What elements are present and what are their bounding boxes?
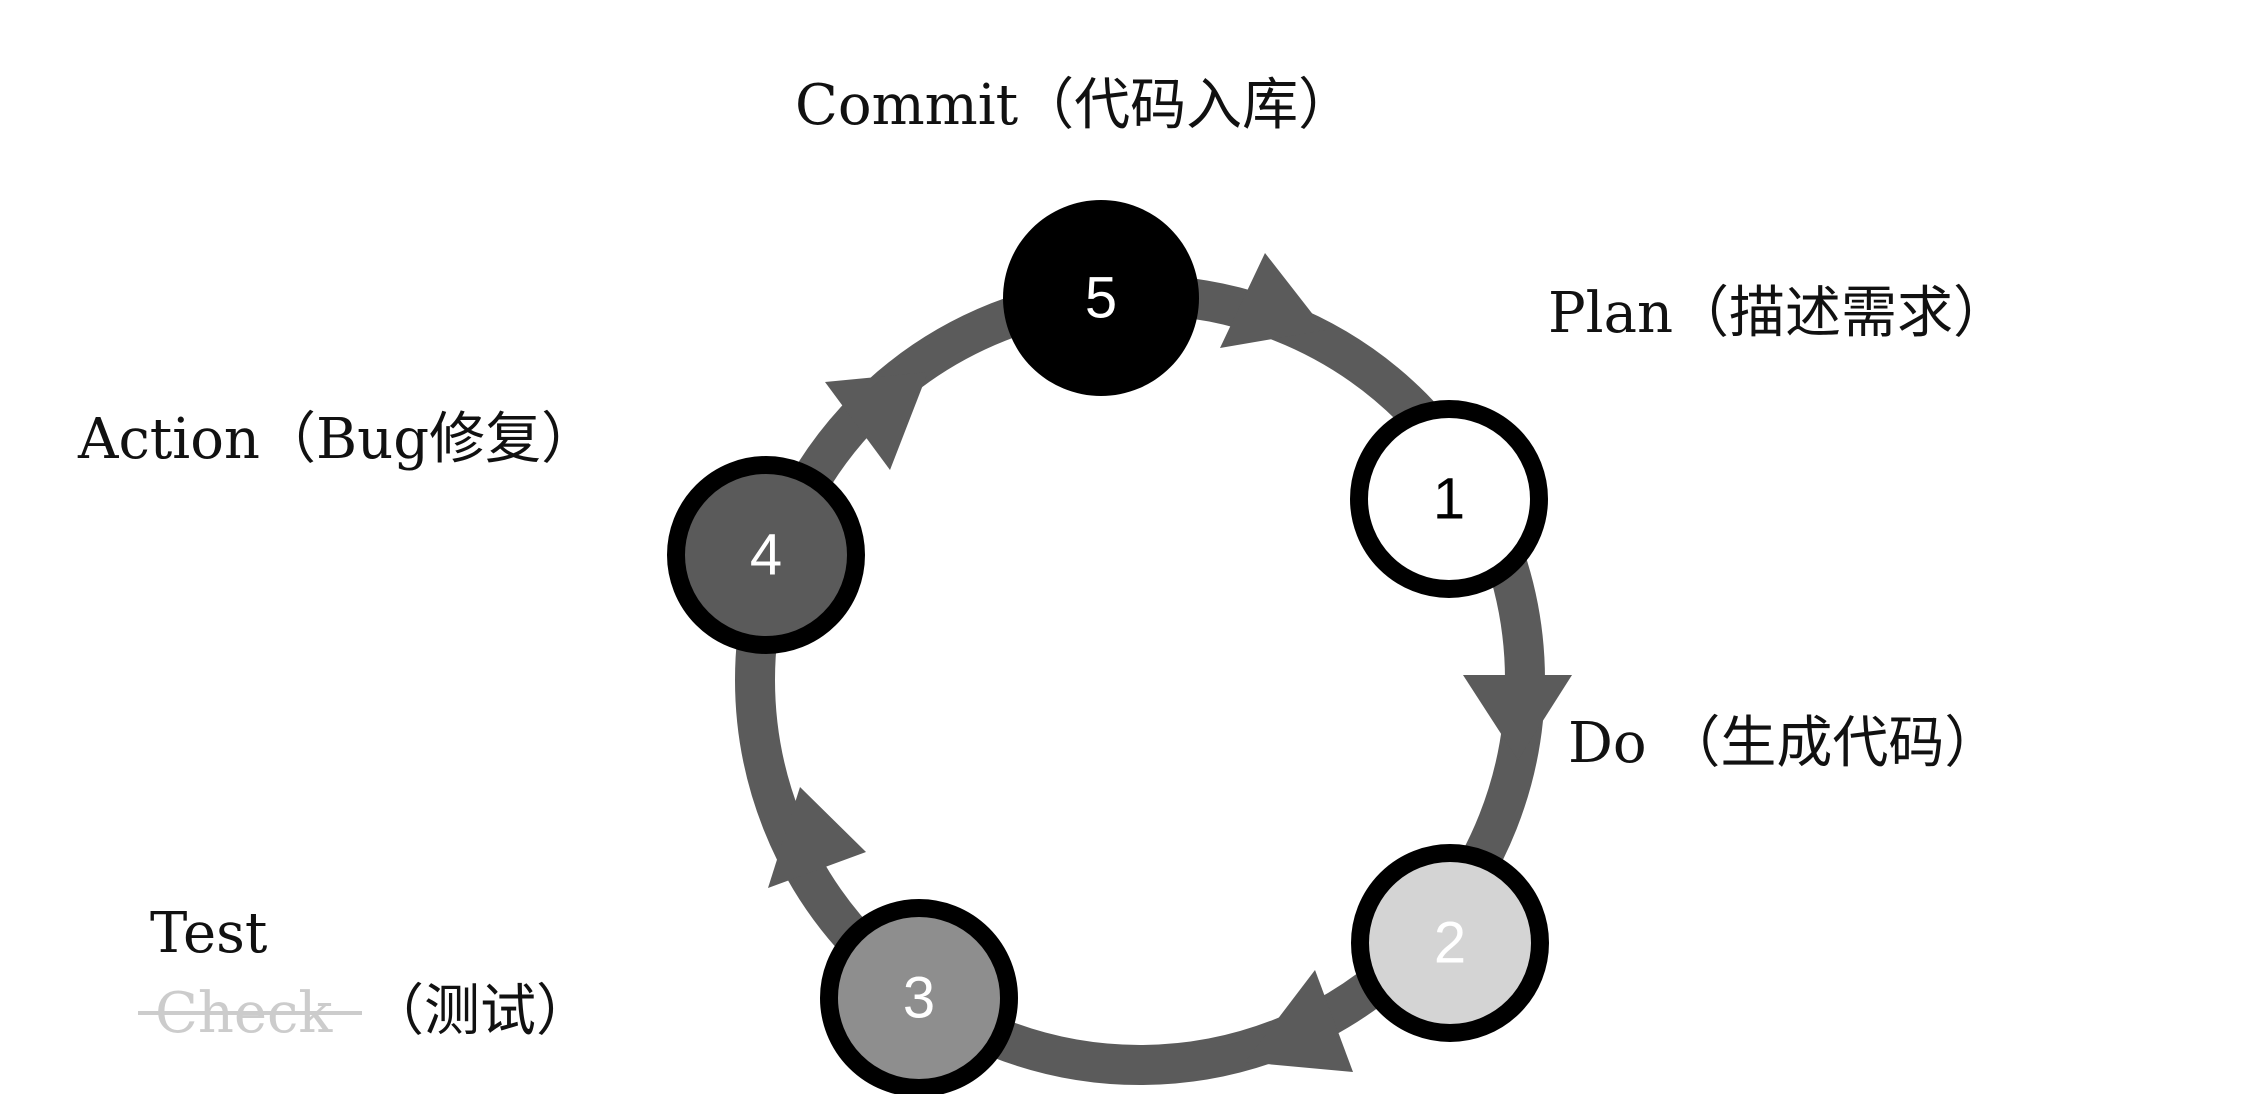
node-circle — [1350, 400, 1548, 598]
node-number: 2 — [1434, 911, 1466, 976]
node-circle — [1003, 200, 1199, 396]
node-number: 5 — [1085, 266, 1117, 331]
label-commit: Commit（代码入库） — [795, 73, 1354, 138]
label-do: Do （生成代码） — [1568, 711, 2000, 776]
stage-node-commit: 5 — [1003, 200, 1199, 396]
node-number: 3 — [903, 966, 935, 1031]
label-action: Action（Bug修复） — [77, 407, 597, 472]
label-plan: Plan（描述需求） — [1548, 281, 2009, 346]
node-circle — [1351, 844, 1549, 1042]
arrow-commit-to-plan-icon — [1220, 253, 1325, 348]
arrow-do-to-test-icon — [1245, 970, 1353, 1072]
stage-node-do: 2 — [1351, 844, 1549, 1042]
arrow-test-to-action-icon — [768, 787, 866, 888]
node-number: 4 — [750, 523, 782, 588]
node-number: 1 — [1433, 467, 1465, 532]
label-test-suffix: （测试） — [368, 979, 592, 1044]
label-test: Test — [150, 901, 268, 966]
arrow-plan-to-do-icon — [1463, 675, 1572, 760]
stage-node-test: 3 — [820, 899, 1018, 1094]
stage-node-plan: 1 — [1350, 400, 1548, 598]
node-circle — [820, 899, 1018, 1094]
arrow-action-to-commit-icon — [825, 372, 928, 470]
stage-node-action: 4 — [667, 456, 865, 654]
node-circle — [667, 456, 865, 654]
